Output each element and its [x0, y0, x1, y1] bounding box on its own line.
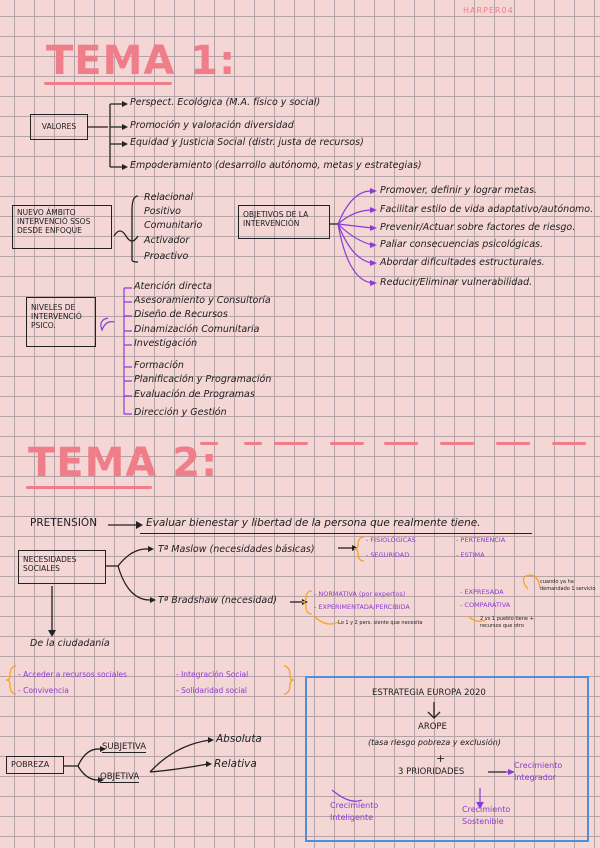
ambito-item: Comunitario — [144, 220, 203, 231]
maslow-theory: Tª Maslow (necesidades básicas) — [158, 544, 315, 555]
maslow-item: - ESTIMA — [456, 551, 485, 559]
nuevo-ambito-box: NUEVO ÁMBITO INTERVENCIÓ SSOS DESDE ENFO… — [12, 205, 112, 249]
tema1-title: TEMA 1: — [46, 38, 237, 84]
separator-dash — [384, 442, 418, 445]
prioridades-label: 3 PRIORIDADES — [398, 767, 465, 777]
pobreza-absoluta: Absoluta — [216, 733, 262, 745]
crecimiento-inteligente: Crecimiento Inteligente — [330, 801, 379, 822]
ciudadania-item: - Solidaridad social — [176, 686, 248, 695]
necesidades-box: NECESIDADES SOCIALES — [18, 550, 106, 584]
maslow-item: - FISIOLÓGICAS — [366, 536, 416, 544]
separator-dash — [200, 442, 218, 445]
valores-item: Empoderamiento (desarrollo autónomo, met… — [130, 160, 422, 171]
nivel-item: Evaluación de Programas — [134, 389, 255, 400]
separator-dash — [440, 442, 474, 445]
note-experimentada: Lo 1 y 2 pers. siente que necesita — [338, 620, 423, 626]
maslow-item: - SEGURIDAD — [366, 551, 410, 559]
pretension-text: Evaluar bienestar y libertad de la perso… — [146, 517, 481, 529]
crecimiento-sostenible: Crecimiento Sostenible — [462, 805, 511, 826]
nivel-item: Asesoramiento y Consultoría — [134, 295, 271, 306]
tema2-title-underline — [26, 486, 152, 489]
arope-description: (tasa riesgo pobreza y exclusión) — [368, 738, 501, 747]
nivel-item: Atención directa — [134, 281, 212, 292]
crecimiento-integrador: Crecimiento Integrador — [514, 761, 563, 782]
note-expresada: cuando ya ha demandado 1 servicio — [540, 579, 596, 592]
nivel-item: Diseño de Recursos — [134, 309, 228, 320]
pobreza-objetiva: OBJETIVA — [100, 772, 140, 783]
objetivo-item: Reducir/Eliminar vulnerabilidad. — [380, 277, 533, 288]
bradshaw-item: - EXPRESADA — [460, 588, 504, 596]
ambito-item: Relacional — [144, 192, 194, 203]
note-comparativa: 2 vs 1 pueblo tiene + recursos que otro — [480, 616, 534, 629]
pretension-underline — [140, 533, 532, 534]
pobreza-subjetiva: SUBJETIVA — [102, 742, 147, 753]
nivel-item: Formación — [134, 360, 184, 371]
bradshaw-item: - NORMATIVA (por expertos) — [314, 590, 406, 598]
nivel-item: Investigación — [134, 338, 198, 349]
ambito-item: Activador — [144, 235, 190, 246]
bradshaw-item: - EXPERIMENTADA/PERCIBIDA — [314, 603, 410, 611]
nivel-item: Dirección y Gestión — [134, 407, 227, 418]
separator-dash — [330, 442, 364, 445]
niveles-box: NIVELES DE INTERVENCIÓ PSICO. — [26, 297, 96, 347]
ambito-item: Proactivo — [144, 251, 189, 262]
objetivo-item: Abordar dificultades estructurales. — [380, 257, 545, 268]
author-signature: HARPER04 — [463, 6, 514, 15]
separator-dash — [552, 442, 586, 445]
maslow-item: - PERTENENCIA — [456, 536, 506, 544]
ciudadania-label: De la ciudadanía — [30, 638, 110, 649]
separator-dash — [496, 442, 530, 445]
ciudadania-item: - Acceder a recursos sociales — [18, 670, 127, 679]
europa-title: ESTRATEGIA EUROPA 2020 — [372, 688, 486, 698]
nivel-item: Planificación y Programación — [134, 374, 272, 385]
tema2-title: TEMA 2: — [28, 440, 219, 486]
arope-label: AROPE — [418, 722, 447, 732]
objetivo-item: Prevenir/Actuar sobre factores de riesgo… — [380, 222, 576, 233]
separator-dash — [274, 442, 308, 445]
ambito-item: Positivo — [144, 206, 181, 217]
tema1-title-underline — [44, 82, 172, 85]
pobreza-box: POBREZA — [6, 756, 64, 774]
separator-dash — [244, 442, 262, 445]
plus-sign: + — [436, 752, 446, 765]
ciudadania-item: - Convivencia — [18, 686, 69, 695]
objetivo-item: Promover, definir y lograr metas. — [380, 185, 538, 196]
objetivo-item: Paliar consecuencias psicológicas. — [380, 239, 543, 250]
europa-2020-box — [305, 676, 589, 842]
pretension-label: PRETENSIÓN — [30, 517, 98, 529]
nivel-item: Dinamización Comunitaria — [134, 324, 260, 335]
valores-item: Equidad y Justicia Social (distr. justa … — [130, 137, 364, 148]
bradshaw-item: - COMPARATIVA — [460, 601, 511, 609]
objetivos-box: OBJETIVOS DE LA INTERVENCIÓN — [238, 205, 330, 239]
valores-item: Perspect. Ecológica (M.A. físico y socia… — [130, 97, 321, 108]
valores-item: Promoción y valoración diversidad — [130, 120, 294, 131]
pobreza-relativa: Relativa — [214, 758, 257, 770]
ciudadania-item: - Integración Social — [176, 670, 249, 679]
objetivo-item: Facilitar estilo de vida adaptativo/autó… — [380, 204, 594, 215]
valores-box: VALORES — [30, 114, 88, 140]
bradshaw-theory: Tª Bradshaw (necesidad) — [158, 595, 277, 606]
